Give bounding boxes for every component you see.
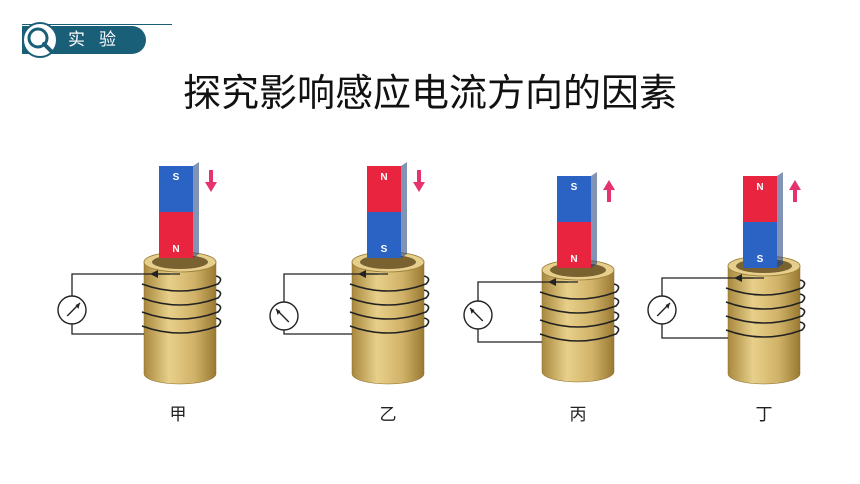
motion-arrow-shaft	[417, 170, 421, 184]
magnet-side	[401, 162, 407, 258]
setup-label: 丁	[756, 405, 773, 425]
coil-winding	[539, 283, 620, 300]
coil-hole	[360, 255, 416, 269]
magnet-side	[193, 162, 199, 258]
coil-winding	[141, 275, 222, 292]
motion-arrow-head	[413, 182, 425, 192]
coil-winding	[349, 303, 430, 320]
magnet-bottom-label: S	[381, 244, 388, 255]
coil-body	[727, 265, 801, 385]
galvanometer	[647, 295, 677, 325]
coil-winding	[725, 293, 806, 310]
galvanometer	[269, 301, 299, 331]
magnet-top-label: N	[380, 172, 387, 183]
galvanometer-needle-tip	[75, 303, 80, 309]
setup-3: S N 丙	[463, 172, 620, 425]
circuit-wire-top	[71, 273, 180, 296]
coil-winding	[539, 297, 620, 314]
circuit-wire-bottom	[477, 329, 542, 343]
galvanometer-needle-tip	[470, 308, 475, 314]
magnet-side	[777, 172, 783, 268]
circuit-wire-bottom	[71, 324, 144, 335]
galvanometer-needle-tip	[665, 303, 670, 309]
magnet-top-label: N	[756, 182, 763, 193]
coil-body	[143, 261, 217, 385]
experiment-badge-label: 实验	[68, 30, 130, 50]
magnet-top-pole	[367, 166, 401, 212]
magnet-bottom-pole	[159, 212, 193, 258]
magnet-top-pole	[159, 166, 193, 212]
magnet-top-label: S	[173, 172, 180, 183]
coil-winding	[141, 317, 222, 334]
motion-arrow-shaft	[209, 170, 213, 184]
magnet-top-label: S	[571, 182, 578, 193]
setup-label: 甲	[170, 405, 187, 425]
galvanometer	[463, 300, 493, 330]
coil-winding	[349, 317, 430, 334]
magnet-top-pole	[743, 176, 777, 222]
galvanometer	[57, 295, 87, 325]
magnet-bottom-label: N	[172, 244, 179, 255]
circuit-wire-top	[661, 277, 764, 296]
circuit-wire-bottom	[283, 330, 352, 335]
coil-winding	[141, 303, 222, 320]
magnet-bottom-pole	[557, 222, 591, 268]
magnet-bottom-label: N	[570, 254, 577, 265]
motion-arrow-head	[205, 182, 217, 192]
setup-4: N S 丁	[647, 172, 806, 425]
coil-winding	[349, 275, 430, 292]
motion-arrow-shaft	[793, 188, 797, 202]
coil-winding	[349, 289, 430, 306]
magnet-bottom-pole	[367, 212, 401, 258]
setup-1: S N 甲	[57, 162, 222, 425]
coil-body	[351, 261, 425, 385]
motion-arrow-head	[603, 180, 615, 190]
setup-2: N S 乙	[269, 162, 430, 425]
header-rule	[22, 24, 172, 25]
circuit-wire-top	[283, 273, 388, 302]
coil-winding	[539, 325, 620, 342]
coil-winding	[725, 307, 806, 324]
magnifier-icon	[22, 22, 58, 58]
magnet-side	[591, 172, 597, 268]
coil-winding	[725, 321, 806, 338]
page-title: 探究影响感应电流方向的因素	[182, 71, 677, 115]
coil-winding	[141, 289, 222, 306]
magnet-top-pole	[557, 176, 591, 222]
motion-arrow-head	[789, 180, 801, 190]
coil-winding	[725, 279, 806, 296]
coil-body	[541, 269, 615, 383]
circuit-wire-top	[477, 281, 578, 301]
magnet-bottom-pole	[743, 222, 777, 268]
coil-hole	[152, 255, 208, 269]
setup-label: 丙	[570, 405, 587, 425]
magnet-bottom-label: S	[757, 254, 764, 265]
motion-arrow-shaft	[607, 188, 611, 202]
circuit-wire-bottom	[661, 324, 728, 339]
galvanometer-needle-tip	[276, 309, 281, 315]
setup-label: 乙	[380, 405, 397, 425]
coil-winding	[539, 311, 620, 328]
